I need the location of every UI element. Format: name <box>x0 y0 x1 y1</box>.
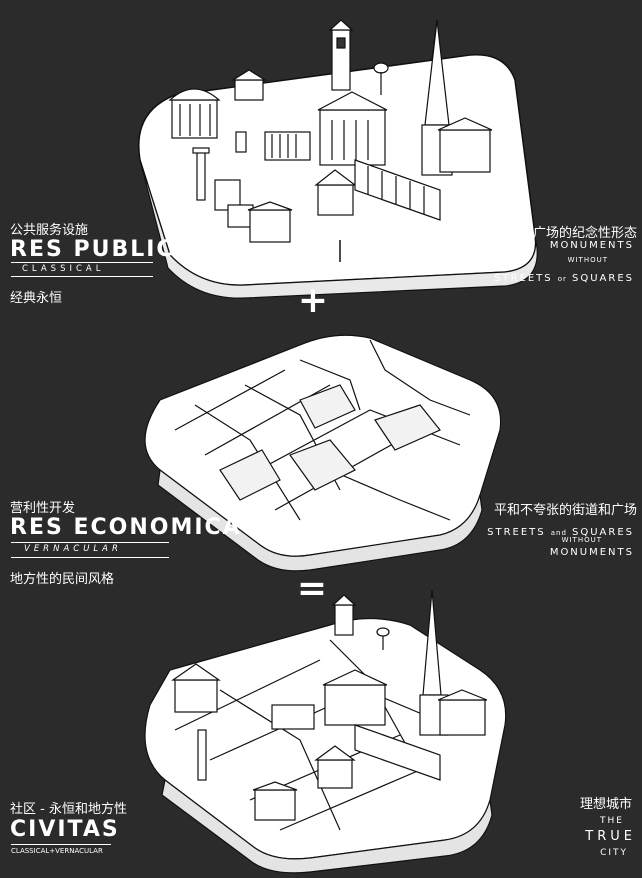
streets-or-squares-label: STREETS or SQUARES <box>494 266 634 285</box>
civitas-rotunda <box>171 663 221 713</box>
civitas-church-spire <box>419 589 488 736</box>
colonnade <box>264 131 311 161</box>
res-economica-rule-top <box>11 542 169 543</box>
civitas-subtitle: CLASSICAL+VERNACULAR <box>11 847 103 855</box>
rotunda-temple <box>168 88 221 139</box>
civitas-cn-label: 社区 - 永恒和地方性 <box>10 802 127 817</box>
kiosk <box>235 131 247 153</box>
streets-squares-cn-label: 平和不夸张的街道和广场 <box>493 503 637 518</box>
monuments-label-2: MONUMENTS <box>549 547 634 558</box>
civitas-rule <box>11 844 111 845</box>
civitas-title: CIVITAS <box>10 817 120 842</box>
gabled-house <box>314 169 357 216</box>
monuments-label: MONUMENTS <box>549 240 634 251</box>
res-publica-illustration <box>138 19 538 299</box>
monument-column <box>192 147 210 201</box>
and-word: and <box>550 529 567 537</box>
basilica <box>317 91 388 166</box>
res-publica-title: RES PUBLICA <box>10 237 194 262</box>
tree <box>373 62 389 95</box>
true-label: TRUE <box>585 829 636 844</box>
res-economica-illustration <box>144 334 502 572</box>
plus-operator: + <box>298 280 328 321</box>
res-economica-title: RES ECONOMICA <box>10 515 242 540</box>
res-economica-rule-bottom <box>11 557 169 558</box>
small-hall <box>230 69 268 101</box>
res-economica-cn-sub: 地方性的民间风格 <box>10 572 115 587</box>
the-label: THE <box>600 816 624 826</box>
res-economica-cn-label: 营利性开发 <box>10 501 76 516</box>
without-label-2: WITHOUT <box>561 536 602 544</box>
without-label: WITHOUT <box>567 256 608 264</box>
city-label: CITY <box>600 848 628 858</box>
squares-word-2: SQUARES <box>572 527 634 538</box>
equals-operator: = <box>297 568 327 609</box>
church-spire <box>421 19 493 176</box>
streets-word: STREETS <box>494 273 553 284</box>
squares-word: SQUARES <box>572 273 634 284</box>
civic-blocks <box>214 179 293 243</box>
civitas-clock-tower <box>331 594 357 636</box>
res-publica-cn-label: 公共服务设施 <box>10 223 89 238</box>
civitas-illustration <box>144 589 507 874</box>
res-publica-rule-bottom <box>11 276 153 277</box>
res-publica-cn-sub: 经典永恒 <box>10 291 63 306</box>
monuments-cn-label: 无街道和广场的纪念性形态 <box>480 226 637 241</box>
res-publica-rule-top <box>11 262 153 263</box>
arcade <box>354 159 441 221</box>
res-publica-subtitle: CLASSICAL <box>22 264 105 274</box>
true-city-cn-label: 理想城市 <box>579 797 632 812</box>
civitas-basilica <box>322 669 388 726</box>
clock-tower <box>328 19 354 91</box>
res-economica-subtitle: VERNACULAR <box>24 544 122 554</box>
streets-and-squares-label: STREETS and SQUARES <box>487 520 634 539</box>
or-word: or <box>557 275 567 283</box>
streets-word-2: STREETS <box>487 527 546 538</box>
